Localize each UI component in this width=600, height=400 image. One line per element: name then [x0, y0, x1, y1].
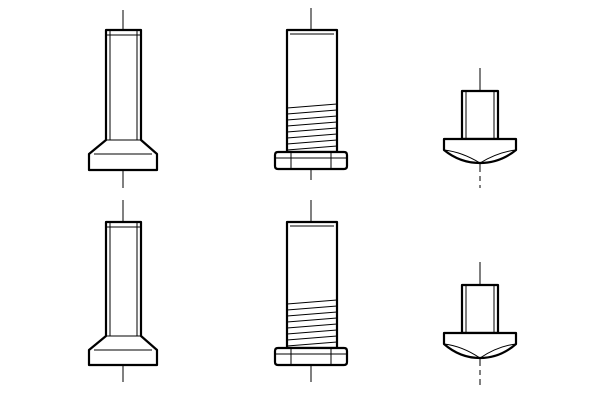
thread-lines — [286, 103, 338, 151]
countersunk-screw-icon — [87, 10, 159, 188]
fastener-row-2 — [87, 200, 518, 385]
fastener-row-1 — [87, 8, 518, 188]
threaded-screw-icon — [273, 200, 349, 385]
threaded-screw-icon — [273, 8, 349, 180]
mushroom-rivet-icon — [442, 68, 518, 188]
mushroom-rivet-icon — [442, 262, 518, 385]
thread-lines — [286, 299, 338, 347]
countersunk-screw-icon — [87, 200, 159, 385]
